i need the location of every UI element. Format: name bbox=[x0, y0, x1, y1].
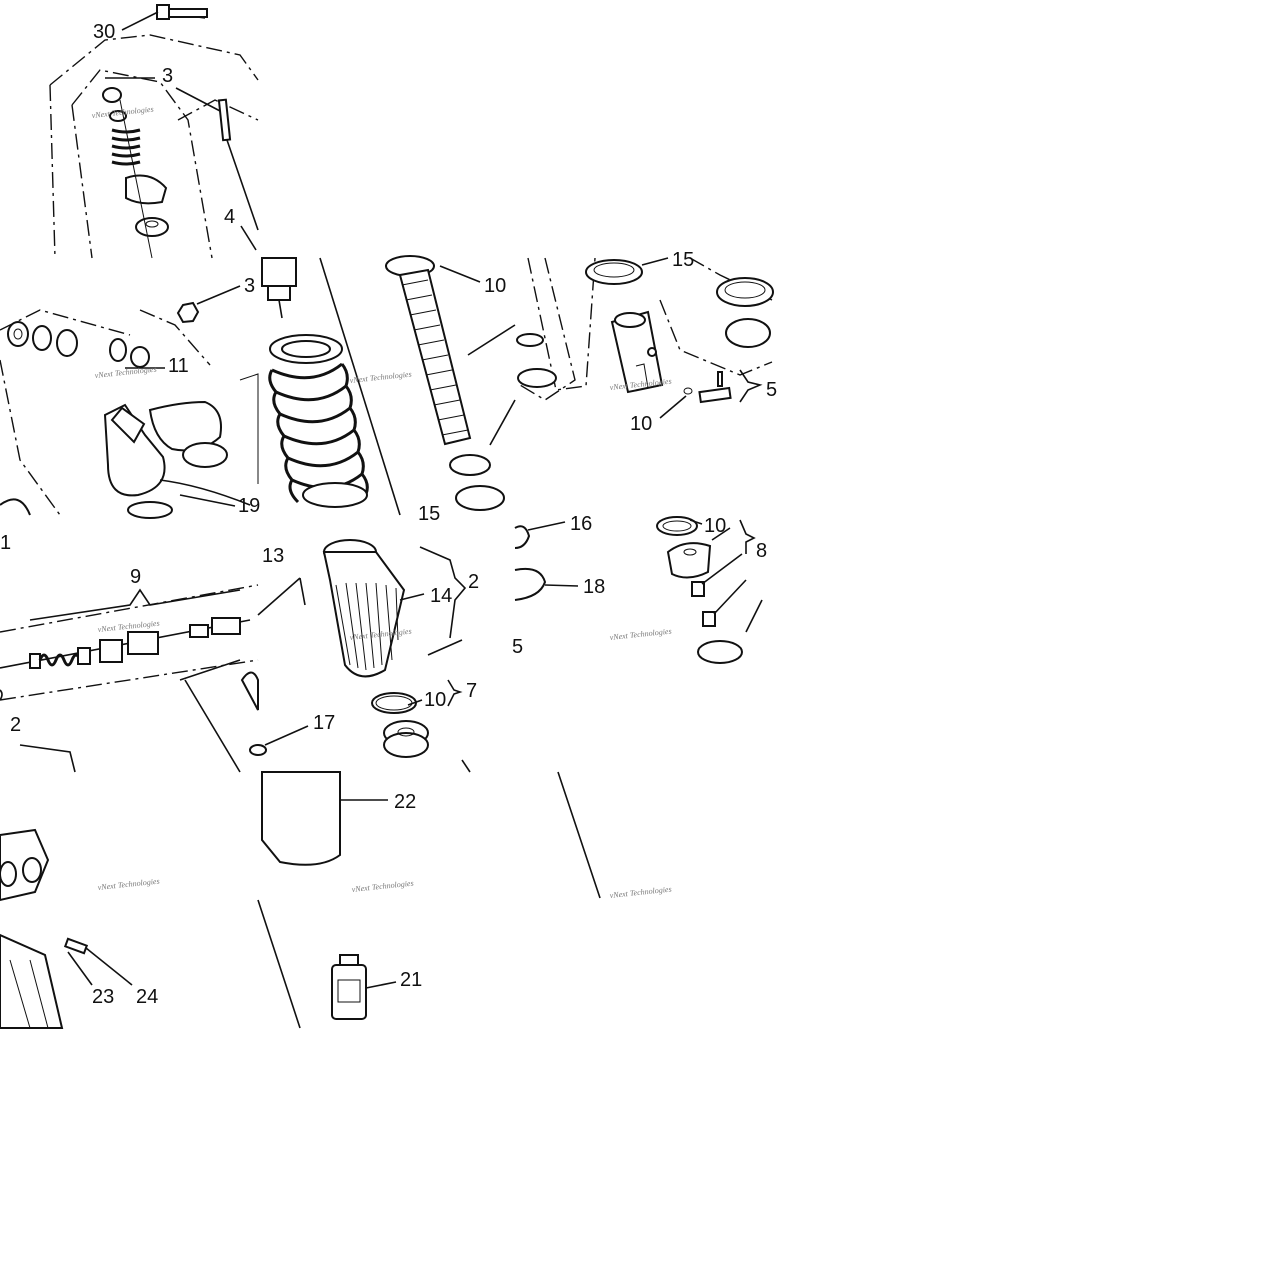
nut-part bbox=[176, 301, 200, 324]
cap-assembly-part bbox=[656, 516, 743, 664]
label-1: 1 bbox=[0, 532, 11, 554]
bearing-set-part bbox=[0, 828, 50, 902]
adjuster-part bbox=[698, 371, 732, 404]
group-boundary bbox=[177, 99, 259, 121]
label-5b: 5 bbox=[512, 636, 523, 658]
label-5: 5 bbox=[766, 379, 777, 401]
mudguard-part bbox=[0, 933, 64, 1029]
fender-part bbox=[261, 771, 341, 866]
tile-1-0: 3 11 19 vNext Technologies bbox=[0, 275, 260, 519]
group-boundary bbox=[527, 257, 596, 391]
group-boundary bbox=[139, 309, 211, 366]
leader-line bbox=[121, 11, 159, 31]
label-21: 21 bbox=[400, 969, 422, 991]
label-10: 10 bbox=[484, 275, 506, 297]
group-boundary bbox=[519, 257, 576, 401]
label-14: 14 bbox=[430, 585, 452, 607]
label-10c: 10 bbox=[424, 689, 446, 711]
bushing-set-part bbox=[7, 321, 150, 368]
label-17: 17 bbox=[313, 712, 335, 734]
tile-2-3: 10 8 vNext Technologies bbox=[609, 515, 767, 664]
tile-3-1: 22 21 vNext Technologies bbox=[257, 771, 422, 1029]
group-boundary bbox=[0, 584, 259, 633]
group-boundary bbox=[0, 659, 259, 701]
oil-bottle-part bbox=[331, 954, 367, 1020]
screw-part bbox=[63, 937, 89, 955]
label-4: 4 bbox=[224, 206, 235, 228]
o-ring-part bbox=[514, 567, 547, 601]
label-22: 22 bbox=[394, 791, 416, 813]
tile-2-0: 1 9 13 2 vNext Technologies bbox=[0, 532, 284, 773]
label-15: 15 bbox=[418, 503, 440, 525]
label-9: 9 bbox=[130, 566, 141, 588]
seal-pack-part bbox=[371, 692, 429, 758]
tile-1-2: 15 bbox=[489, 249, 694, 446]
leader-line bbox=[557, 771, 601, 899]
watermark: vNext Technologies bbox=[609, 627, 672, 642]
watermark: vNext Technologies bbox=[97, 877, 160, 892]
collar-part bbox=[585, 259, 643, 285]
watermark: vNext Technologies bbox=[609, 885, 672, 900]
bolt-part bbox=[156, 4, 208, 20]
tile-2-1: 14 2 10 7 17 vNext Technologies bbox=[249, 539, 479, 773]
group-boundary bbox=[49, 34, 259, 86]
seal-part bbox=[517, 368, 557, 388]
piston-assembly-part bbox=[0, 617, 251, 669]
label-10d: 10 bbox=[704, 515, 726, 537]
label-18: 18 bbox=[583, 576, 605, 598]
label-13: 13 bbox=[262, 545, 284, 567]
seal-part bbox=[516, 333, 544, 347]
rod-part bbox=[217, 98, 259, 231]
coil-spring-part bbox=[268, 334, 369, 508]
label-19: 19 bbox=[238, 495, 260, 517]
reservoir-housing-part bbox=[103, 400, 228, 497]
group-boundary bbox=[0, 359, 61, 516]
label-23: 23 bbox=[92, 986, 114, 1008]
tile-1-3: 10 5 vNext Technologies bbox=[609, 257, 777, 435]
tile-0-0: 30 3 4 vNext Technologies bbox=[49, 4, 259, 259]
tile-1-1: 15 10 vNext Technologies bbox=[261, 255, 516, 525]
label-8: 8 bbox=[756, 540, 767, 562]
lock-ring-part bbox=[716, 277, 774, 348]
label-7: 7 bbox=[466, 680, 477, 702]
top-eye-part bbox=[261, 257, 297, 319]
threaded-body-part bbox=[385, 255, 505, 511]
gear-ring-part bbox=[514, 525, 531, 549]
tile-2-2: 16 18 5 bbox=[512, 513, 605, 658]
label-15b: 15 bbox=[672, 249, 694, 271]
label-16: 16 bbox=[570, 513, 592, 535]
label-30: 30 bbox=[93, 21, 115, 43]
label-3b: 3 bbox=[244, 275, 255, 297]
label-2: 2 bbox=[10, 714, 21, 736]
tile-3-0: 23 24 vNext Technologies bbox=[0, 828, 160, 1029]
finned-reservoir-part bbox=[322, 539, 406, 678]
clevis-part bbox=[610, 310, 664, 394]
watermark: vNext Technologies bbox=[94, 365, 157, 380]
label-10b: 10 bbox=[630, 413, 652, 435]
watermark: vNext Technologies bbox=[349, 370, 412, 385]
group-boundary bbox=[71, 104, 93, 259]
group-boundary bbox=[49, 84, 56, 259]
watermark: vNext Technologies bbox=[351, 879, 414, 894]
label-11: 11 bbox=[168, 355, 189, 377]
label-24: 24 bbox=[136, 986, 158, 1008]
label-3: 3 bbox=[162, 65, 173, 87]
label-2b: 2 bbox=[468, 571, 479, 593]
group-boundary bbox=[71, 69, 213, 259]
